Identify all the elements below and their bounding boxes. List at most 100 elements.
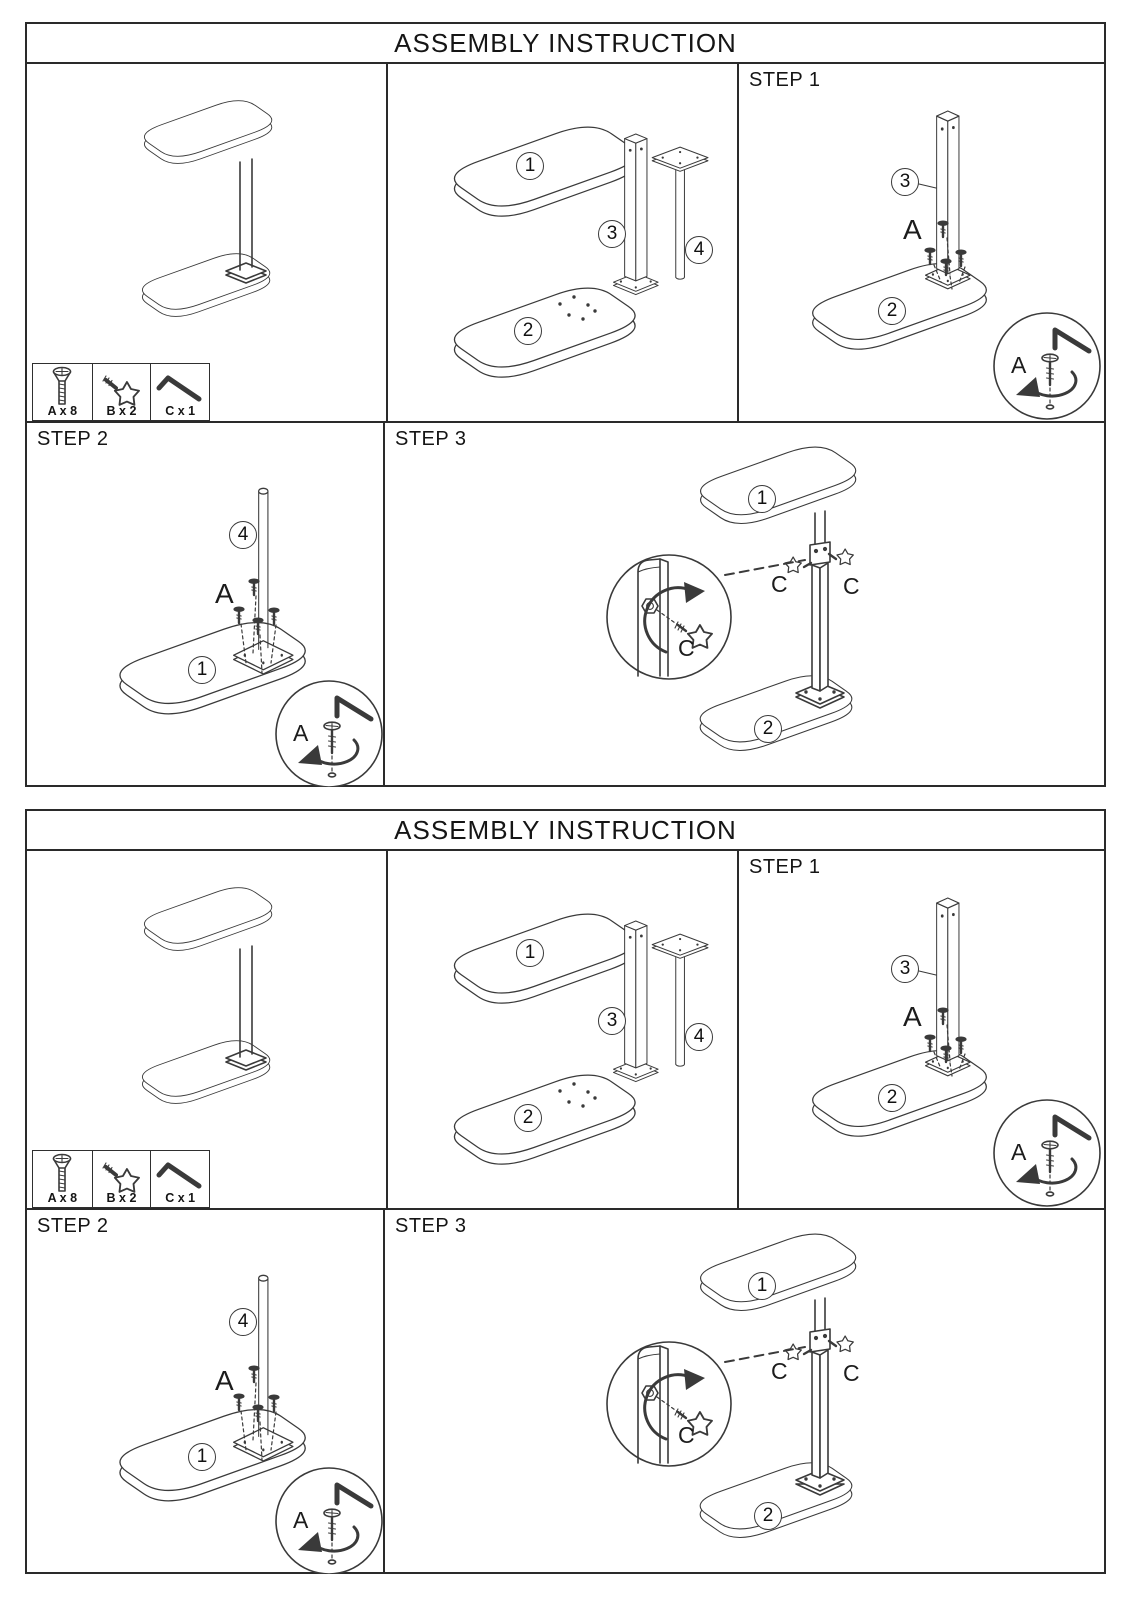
step2-drawing bbox=[119, 487, 385, 787]
top-ref-number: 1 bbox=[188, 656, 216, 684]
panel-parts-overview: 1 2 3 4 bbox=[388, 851, 739, 1208]
screw-a-drawing bbox=[923, 1033, 937, 1053]
star-knob-icon bbox=[93, 372, 151, 408]
step3-heading: STEP 3 bbox=[395, 1215, 467, 1237]
panel-step3: STEP 3 1 2 C C C bbox=[385, 423, 1104, 787]
knob-detail-drawing bbox=[607, 555, 731, 679]
instruction-sheet: ASSEMBLY INSTRUCTION A x 8 bbox=[25, 809, 1106, 1574]
flat-head-screw-icon bbox=[33, 1153, 92, 1195]
step1-drawing bbox=[812, 110, 1104, 421]
star-knob-icon bbox=[93, 1159, 151, 1195]
instruction-sheet: ASSEMBLY INSTRUCTION A x 8 bbox=[25, 22, 1106, 787]
detail-c-label: C bbox=[678, 1422, 695, 1448]
hardware-item-b: B x 2 bbox=[91, 364, 151, 420]
top-row: A x 8 B x 2 C x 1 bbox=[27, 851, 1104, 1210]
allen-key-detail-drawing bbox=[994, 1100, 1100, 1206]
screw-a-drawing bbox=[232, 1392, 246, 1412]
parts-drawing bbox=[453, 913, 709, 1165]
screw-a-label: A bbox=[903, 1001, 922, 1032]
hardware-label: A x 8 bbox=[47, 404, 78, 418]
top-panel-drawing bbox=[143, 887, 273, 951]
star-knob-drawing bbox=[836, 548, 854, 566]
hardware-label: C x 1 bbox=[165, 404, 196, 418]
step3-heading: STEP 3 bbox=[395, 428, 467, 450]
detail-a-label: A bbox=[1011, 352, 1027, 378]
panel-parts-overview: 1 2 3 4 bbox=[388, 64, 739, 421]
hex-key-icon bbox=[151, 374, 209, 406]
knob-c-label-left: C bbox=[771, 1358, 788, 1384]
hardware-label: C x 1 bbox=[165, 1191, 196, 1205]
part-number-2: 2 bbox=[514, 1104, 542, 1132]
sheet-title: ASSEMBLY INSTRUCTION bbox=[27, 24, 1104, 64]
step2-heading: STEP 2 bbox=[37, 1215, 109, 1237]
flat-head-screw-icon bbox=[33, 366, 92, 408]
base-ref-number: 2 bbox=[878, 297, 906, 325]
step2-drawing bbox=[119, 1274, 385, 1574]
screw-a-drawing bbox=[247, 577, 261, 597]
column-ref-number: 3 bbox=[891, 168, 919, 196]
detail-c-label: C bbox=[678, 635, 695, 661]
base-ref-number: 2 bbox=[754, 715, 782, 743]
top-panel-drawing bbox=[700, 1233, 857, 1312]
bottom-row: STEP 2 4 1 A A bbox=[27, 423, 1104, 787]
top-panel-drawing bbox=[453, 913, 636, 1004]
hardware-label: A x 8 bbox=[47, 1191, 78, 1205]
panel-step3: STEP 3 1 2 C C C bbox=[385, 1210, 1104, 1574]
step1-drawing bbox=[812, 897, 1104, 1208]
hex-key-item-c: C x 1 bbox=[150, 1151, 209, 1207]
part-number-3: 3 bbox=[598, 1007, 626, 1035]
base-ref-number: 2 bbox=[754, 1502, 782, 1530]
detail-a-label: A bbox=[293, 720, 309, 746]
panel-step1: STEP 1 3 2 A A bbox=[739, 851, 1104, 1208]
panel-step1: STEP 1 3 2 A A bbox=[739, 64, 1104, 421]
top-panel-drawing bbox=[700, 446, 857, 525]
base-panel-drawing bbox=[453, 1074, 636, 1165]
knob-c-label-left: C bbox=[771, 571, 788, 597]
base-panel-drawing bbox=[453, 287, 636, 378]
panel-finished-product: A x 8 B x 2 C x 1 bbox=[27, 64, 388, 421]
pole-ref-number: 4 bbox=[229, 1308, 257, 1336]
part-number-1: 1 bbox=[516, 152, 544, 180]
column-ref-number: 3 bbox=[891, 955, 919, 983]
part-number-2: 2 bbox=[514, 317, 542, 345]
hex-key-icon bbox=[151, 1161, 209, 1193]
top-panel-drawing bbox=[453, 126, 636, 217]
hardware-label: B x 2 bbox=[106, 404, 137, 418]
step1-heading: STEP 1 bbox=[749, 856, 821, 878]
top-ref-number: 1 bbox=[188, 1443, 216, 1471]
allen-key-detail-drawing bbox=[276, 1468, 382, 1574]
step3-drawing bbox=[385, 1233, 857, 1538]
screw-a-label: A bbox=[903, 214, 922, 245]
hardware-legend: A x 8 B x 2 C x 1 bbox=[32, 1150, 210, 1208]
screw-a-drawing bbox=[267, 606, 281, 626]
top-ref-number: 1 bbox=[748, 1272, 776, 1300]
hex-key-item-c: C x 1 bbox=[150, 364, 209, 420]
finished-product-drawing bbox=[141, 100, 273, 317]
screw-a-drawing bbox=[267, 1393, 281, 1413]
screw-a-drawing bbox=[923, 246, 937, 266]
base-panel-drawing bbox=[141, 253, 271, 317]
star-knob-drawing bbox=[836, 1335, 854, 1353]
screw-a-drawing bbox=[247, 1364, 261, 1384]
step3-drawing bbox=[385, 446, 857, 751]
top-ref-number: 1 bbox=[748, 485, 776, 513]
screw-a-label: A bbox=[215, 578, 234, 609]
knob-detail-drawing bbox=[607, 1342, 731, 1466]
allen-key-detail-drawing bbox=[994, 313, 1100, 419]
knob-c-label-right: C bbox=[843, 573, 860, 599]
step2-heading: STEP 2 bbox=[37, 428, 109, 450]
sheet-title: ASSEMBLY INSTRUCTION bbox=[27, 811, 1104, 851]
base-ref-number: 2 bbox=[878, 1084, 906, 1112]
panel-finished-product: A x 8 B x 2 C x 1 bbox=[27, 851, 388, 1208]
bottom-row: STEP 2 4 1 A A bbox=[27, 1210, 1104, 1574]
base-panel-drawing bbox=[141, 1040, 271, 1104]
step1-heading: STEP 1 bbox=[749, 69, 821, 91]
top-panel-drawing bbox=[143, 100, 273, 164]
finished-product-drawing bbox=[141, 887, 273, 1104]
allen-key-detail-drawing bbox=[276, 681, 382, 787]
hardware-item-a: A x 8 bbox=[33, 1151, 92, 1207]
screw-a-drawing bbox=[232, 605, 246, 625]
part-number-1: 1 bbox=[516, 939, 544, 967]
panel-step2: STEP 2 4 1 A A bbox=[27, 423, 385, 787]
